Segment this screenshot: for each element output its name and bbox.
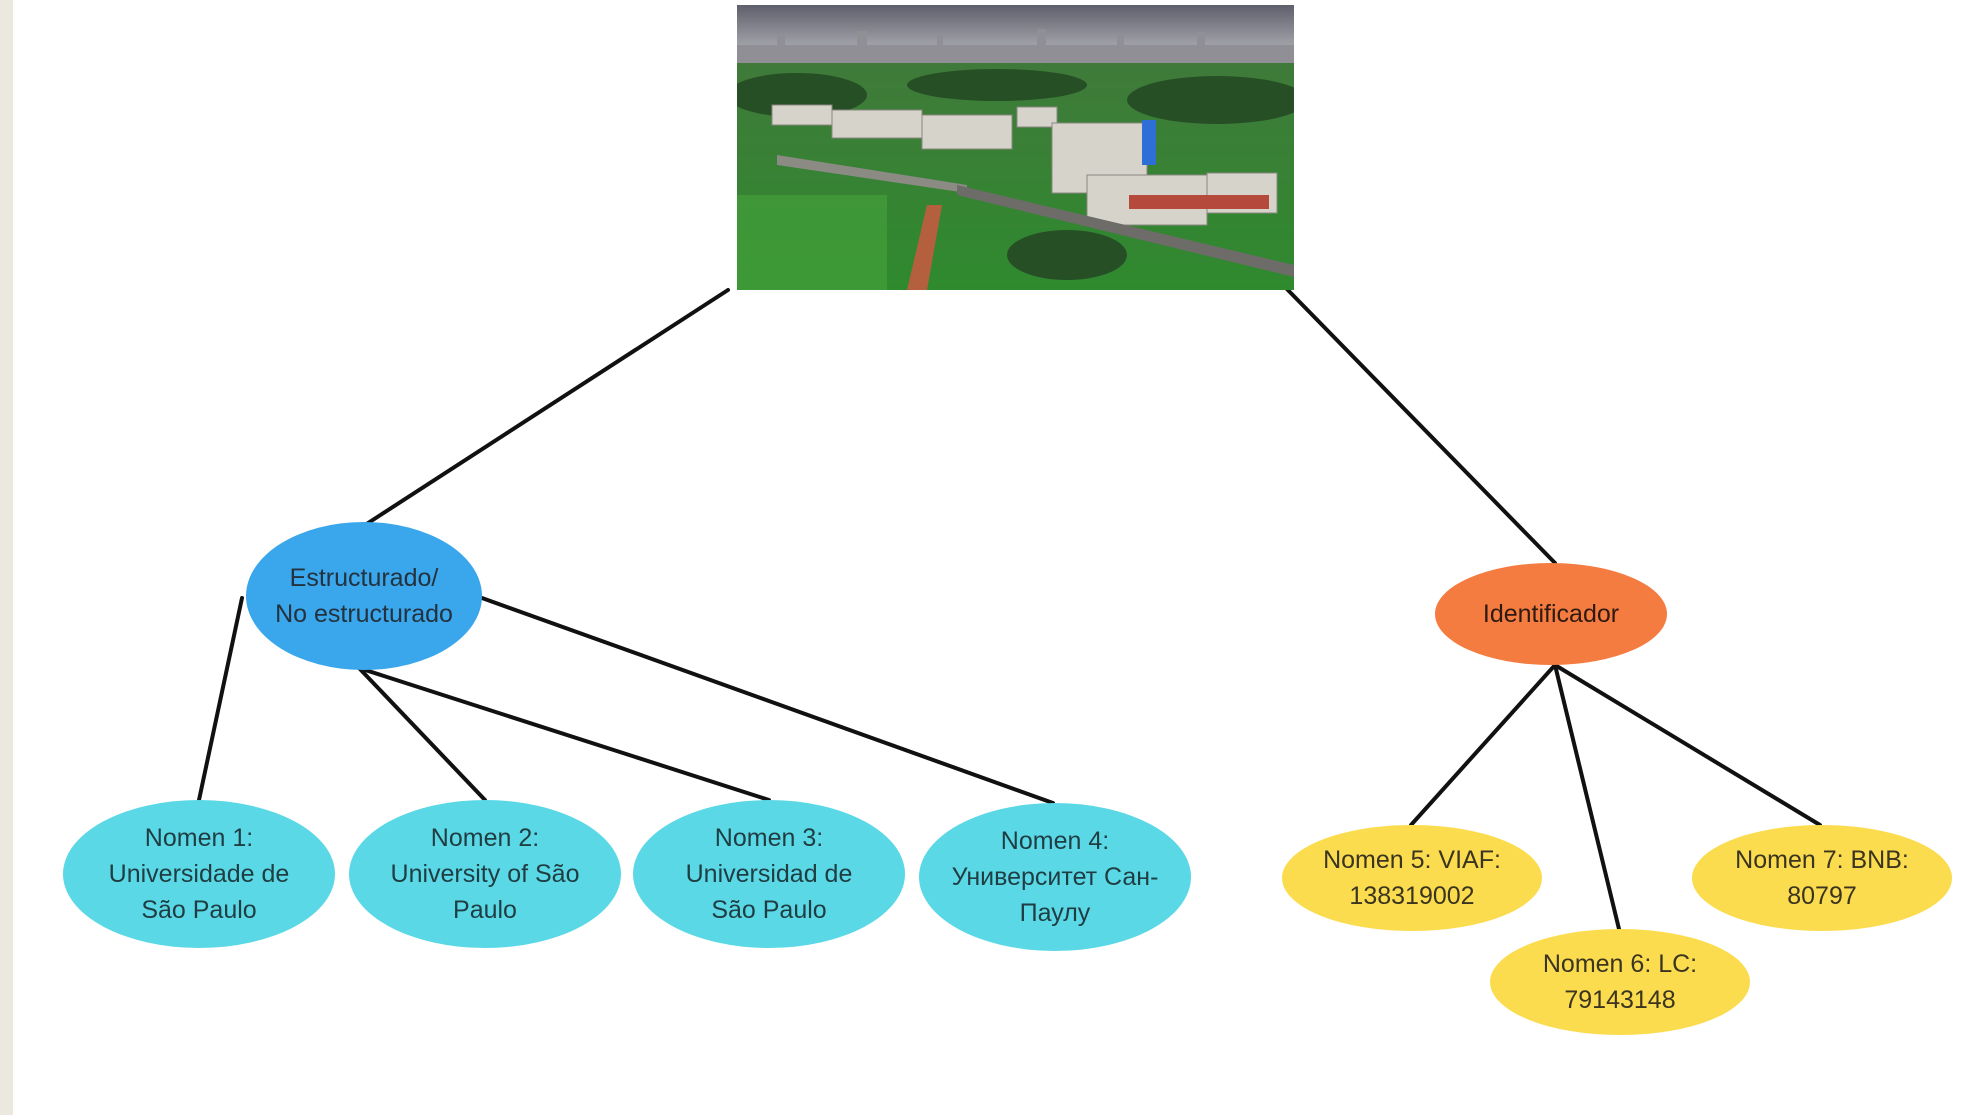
- name-node-1-label: Nomen 1: Universidade de São Paulo: [108, 824, 290, 924]
- name-node-2: Nomen 2: University of São Paulo: [349, 800, 621, 948]
- link-structured-nomen3: [357, 666, 771, 802]
- id-node-5: Nomen 5: VIAF: 138319002: [1282, 825, 1542, 931]
- identifier-node: Identificador: [1435, 563, 1667, 665]
- id-node-7: Nomen 7: BNB: 80797: [1692, 825, 1952, 931]
- name-node-3-label: Nomen 3: Universidad de São Paulo: [685, 824, 853, 924]
- link-photo-structured: [363, 288, 730, 527]
- name-node-2-label: Nomen 2: University of São Paulo: [390, 824, 580, 924]
- structured-node-label: Estructurado/ No estructurado: [275, 564, 453, 628]
- link-identifier-nomen6: [1553, 663, 1621, 931]
- campus-aerial-photo: [737, 5, 1294, 290]
- diagram-canvas: Estructurado/ No estructurado Identifica…: [13, 0, 1987, 1115]
- link-structured-nomen2: [357, 666, 487, 802]
- link-structured-nomen1: [197, 596, 244, 802]
- structured-node: Estructurado/ No estructurado: [246, 522, 482, 670]
- id-node-6-label: Nomen 6: LC: 79143148: [1542, 950, 1698, 1014]
- id-node-5-label: Nomen 5: VIAF: 138319002: [1323, 846, 1501, 910]
- name-node-1: Nomen 1: Universidade de São Paulo: [63, 800, 335, 948]
- id-node-6: Nomen 6: LC: 79143148: [1490, 929, 1750, 1035]
- name-node-4-label: Nomen 4: Университет Сан-Паулу: [951, 827, 1159, 927]
- link-photo-identifier: [1281, 283, 1557, 565]
- connector-lines: [197, 283, 1822, 931]
- link-identifier-nomen5: [1409, 663, 1557, 827]
- link-identifier-nomen7: [1553, 663, 1822, 827]
- link-structured-nomen4: [480, 596, 1055, 805]
- name-node-4: Nomen 4: Университет Сан-Паулу: [919, 803, 1191, 951]
- id-node-7-label: Nomen 7: BNB: 80797: [1735, 846, 1909, 910]
- identifier-node-label: Identificador: [1482, 600, 1620, 628]
- name-node-3: Nomen 3: Universidad de São Paulo: [633, 800, 905, 948]
